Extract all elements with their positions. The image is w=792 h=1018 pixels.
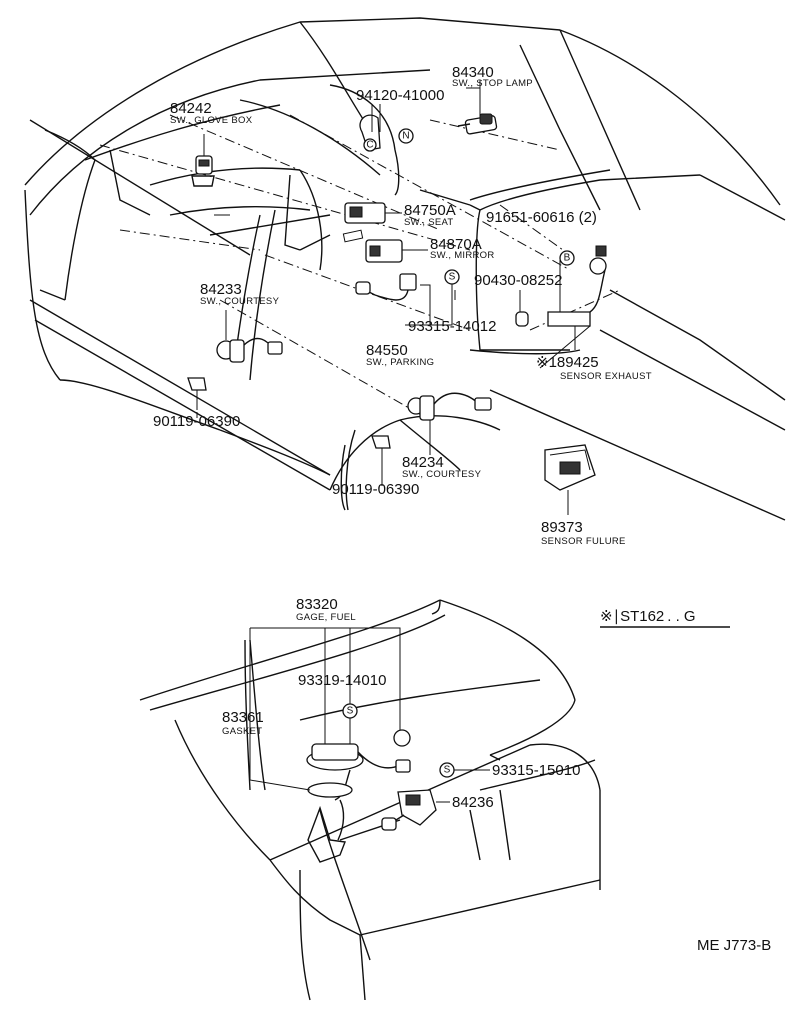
symbol-b: B — [564, 253, 571, 264]
label-84236-number: 84236 — [452, 794, 494, 811]
label-83320-name: GAGE, FUEL — [296, 612, 356, 623]
glove-box-switch — [191, 134, 215, 187]
label-94120-number: 94120-41000 — [356, 87, 444, 104]
label-83361-name: GASKET — [222, 726, 262, 737]
label-84550-name: SW., PARKING — [366, 357, 434, 368]
label-90430-number: 90430-08252 — [474, 272, 562, 289]
trunk-switch: S — [381, 762, 490, 831]
symbol-s-trunk: S — [444, 765, 451, 776]
label-84870a-name: SW., MIRROR — [430, 250, 495, 261]
label-83320-number: 83320 — [296, 596, 338, 613]
label-91651-number: 91651-60616 (2) — [486, 209, 597, 226]
label-93319-number: 93319-14010 — [298, 672, 386, 689]
label-84234-name: SW., COURTESY — [402, 469, 482, 480]
label-84233-name: SW., COURTESY — [200, 296, 280, 307]
diagram-id: ME J773-B — [697, 937, 771, 954]
symbol-c: C — [366, 140, 373, 151]
label-89373-number: 89373 — [541, 519, 583, 536]
label-93315-15010-number: 93315-15010 — [492, 762, 580, 779]
label-83361-number: 83361 — [222, 709, 264, 726]
clip-n: N C — [359, 104, 414, 152]
label-90119-left-number: 90119-06390 — [153, 413, 240, 430]
model-note: ※∣ST162 . . G — [600, 608, 730, 628]
mirror-switch — [342, 229, 428, 263]
label-84242-number: 84242 — [170, 100, 212, 117]
label-84242-name: SW., GLOVE BOX — [170, 115, 253, 126]
label-84750a-number: 84750A — [404, 202, 456, 219]
label-84550-number: 84550 — [366, 342, 408, 359]
upper-reference-lines — [99, 114, 621, 421]
label-89373-name: SENSOR FULURE — [541, 536, 626, 547]
label-84233-number: 84233 — [200, 281, 242, 298]
courtesy-switch-right — [371, 392, 492, 478]
exhaust-sensor: B — [515, 245, 607, 350]
symbol-s-upper: S — [449, 272, 456, 283]
symbol-n: N — [402, 131, 409, 142]
label-84870a-number: 84870A — [430, 236, 482, 253]
label-84340-number: 84340 — [452, 64, 494, 81]
lower-leader-lines — [249, 627, 401, 791]
label-84750a-name: SW., SEAT — [404, 217, 454, 228]
label-90119-right-number: 90119-06390 — [332, 481, 419, 498]
label-93315-14012-number: 93315-14012 — [408, 318, 496, 335]
courtesy-switch-left — [187, 310, 283, 410]
label-189425-number: ※189425 — [536, 354, 599, 371]
sensor-fulure-unit — [544, 444, 596, 515]
parking-switch: S — [355, 269, 460, 326]
stop-lamp-switch — [457, 113, 498, 135]
upper-leader-lines — [196, 87, 591, 486]
label-189425-name: SENSOR EXHAUST — [560, 371, 652, 382]
model-note-text: ※∣ST162 . . G — [600, 608, 696, 625]
label-84234-number: 84234 — [402, 454, 444, 471]
car-body-outline — [24, 17, 786, 521]
seat-switch — [344, 202, 402, 224]
symbol-s-gage: S — [347, 706, 354, 717]
label-84340-name: SW., STOP LAMP — [452, 78, 533, 89]
fuel-gage-sender: S — [306, 703, 411, 863]
trunk-outline — [139, 599, 601, 1001]
